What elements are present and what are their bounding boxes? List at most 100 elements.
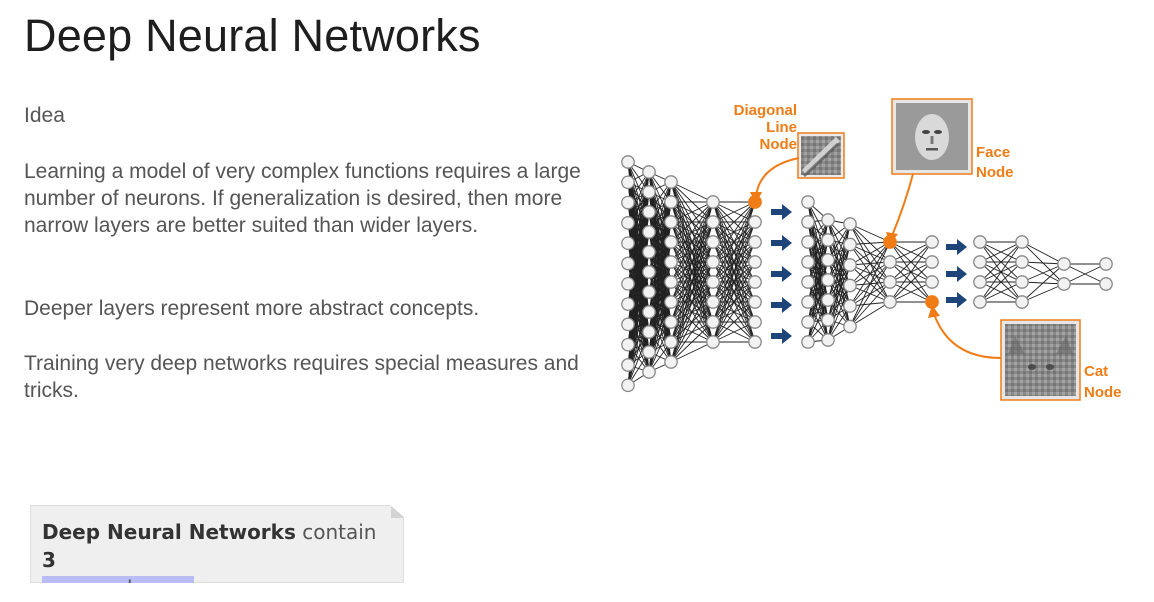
network-node [973, 255, 987, 269]
diagonal-label-3: Node [760, 136, 798, 153]
face-feature-image [891, 98, 973, 175]
network-edge [1021, 283, 1065, 303]
network-node [973, 275, 987, 289]
network-edge [827, 223, 851, 281]
network-node [621, 358, 635, 372]
network-node [1015, 255, 1029, 269]
network-edge [712, 241, 756, 343]
neural-network-diagram: Diagonal Line Node Face Node Cat Node [621, 98, 1122, 401]
network-edge [889, 241, 933, 263]
network-node [801, 255, 815, 269]
network-nodes [621, 155, 1113, 393]
network-node [621, 256, 635, 271]
network-node [642, 285, 656, 299]
network-node [642, 305, 656, 319]
network-edge [1021, 241, 1065, 265]
network-edge [849, 241, 891, 307]
network-node [883, 255, 897, 269]
callout-highlight: or more layers. [42, 576, 194, 600]
network-edge [670, 201, 714, 263]
network-edge [648, 181, 672, 233]
network-node [843, 217, 857, 231]
network-node [1015, 295, 1029, 309]
network-edge [648, 201, 672, 373]
network-edge [1021, 263, 1065, 303]
network-edge [670, 201, 714, 283]
network-node [821, 273, 835, 287]
network-edge [670, 201, 714, 323]
callout-fold-corner [391, 506, 403, 518]
transition-arrows [771, 204, 967, 344]
network-node [642, 205, 656, 219]
network-node [664, 175, 678, 189]
network-edge [889, 281, 933, 303]
arrow-right-icon [771, 297, 792, 313]
network-node [925, 255, 939, 269]
network-node [664, 295, 678, 309]
network-node [642, 225, 656, 239]
network-edge [807, 219, 829, 283]
network-edge [807, 219, 829, 263]
network-node [706, 335, 720, 349]
network-edge [849, 241, 891, 266]
paragraph-training: Training very deep networks requires spe… [24, 352, 579, 402]
network-edge [1021, 261, 1065, 265]
network-node [642, 365, 656, 379]
callout-number: 3 [42, 548, 56, 572]
network-node [642, 245, 656, 259]
network-edge [979, 241, 1023, 283]
arrow-right-icon [771, 328, 792, 344]
network-node [973, 295, 987, 309]
network-node [843, 278, 857, 293]
network-edge [712, 201, 756, 283]
network-node [925, 235, 939, 249]
network-node [821, 233, 835, 247]
network-edge [712, 201, 756, 303]
network-edge [712, 201, 756, 343]
network-edge [670, 201, 714, 343]
network-edge [670, 201, 714, 363]
network-node [801, 275, 815, 289]
network-edge [627, 171, 650, 224]
network-node [883, 295, 897, 309]
callout-note: Deep Neural Networks contain 3 or more l… [30, 505, 404, 583]
network-node [642, 325, 656, 339]
network-edge [712, 321, 756, 343]
network-node [821, 313, 835, 327]
network-edge [712, 201, 756, 223]
network-edge [807, 299, 829, 343]
network-edge [849, 261, 891, 327]
network-edge [827, 223, 851, 261]
network-node [843, 237, 857, 252]
network-edge [648, 181, 672, 253]
callout-mid: contain [295, 520, 377, 544]
network-node [621, 216, 635, 230]
network-node [843, 319, 857, 334]
network-node [973, 235, 987, 249]
network-node [664, 255, 678, 269]
network-edge [670, 221, 714, 363]
arrow-right-icon [946, 239, 967, 255]
network-node [883, 275, 897, 289]
diagonal-label-2: Line [766, 119, 797, 136]
network-node [748, 315, 762, 329]
network-node [706, 215, 720, 229]
network-node [821, 213, 835, 227]
network-node [801, 235, 815, 249]
arrow-right-icon [771, 266, 792, 282]
network-node [706, 235, 720, 249]
network-node [621, 276, 635, 291]
network-edge [712, 281, 756, 343]
network-edge [849, 241, 891, 327]
network-node [1099, 277, 1113, 291]
network-node [1057, 277, 1071, 291]
network-edge [648, 301, 672, 373]
subtitle-idea: Idea [24, 104, 65, 127]
network-node [801, 215, 815, 229]
network-node [821, 293, 835, 307]
network-node [821, 333, 835, 347]
network-edge [889, 241, 933, 283]
network-edge [627, 171, 650, 244]
face-label-1: Face [976, 144, 1010, 161]
network-node [1057, 257, 1071, 271]
